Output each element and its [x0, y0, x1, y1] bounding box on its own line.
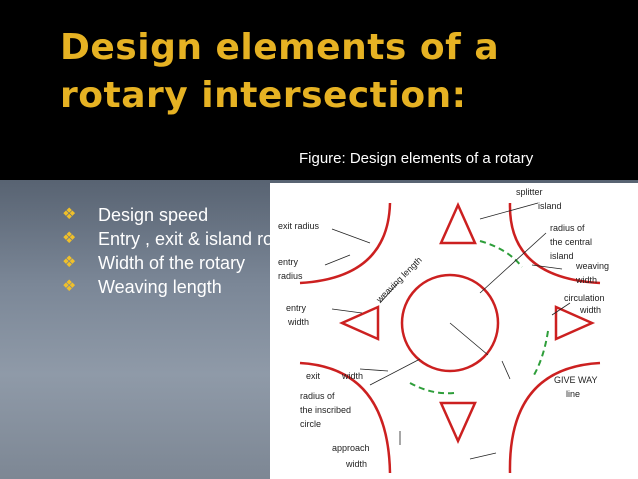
bullet-text: Width of the rotary — [98, 253, 246, 273]
label-width-2: width — [579, 305, 601, 315]
label-splitter: splitter — [516, 187, 543, 197]
label-weaving-length: weaving length — [374, 255, 424, 305]
label-approach: approach — [332, 443, 370, 453]
title-area — [0, 0, 638, 180]
road-edge-top-right — [508, 202, 601, 285]
label-radius-of-2: radius of — [300, 391, 335, 401]
bullet-item: ❖ Weaving length — [62, 275, 328, 299]
label-width-1: width — [575, 275, 597, 285]
label-island: island — [538, 201, 562, 211]
rotary-diagram: splitter island exit radius radius of th… — [270, 183, 638, 479]
slide-title: Design elements of a rotary intersection… — [60, 27, 500, 116]
bullet-item: ❖ Entry , exit & island rotary — [62, 227, 328, 251]
bullet-item: ❖ Width of the rotary — [62, 251, 328, 275]
road-edge-top-left — [299, 202, 392, 285]
weaving-path-top — [479, 240, 523, 268]
splitter-island-top — [439, 201, 477, 245]
bullet-list: ❖ Design speed ❖ Entry , exit & island rot… — [62, 203, 328, 299]
label-width-5: width — [345, 459, 367, 469]
splitter-island-bottom — [439, 401, 477, 445]
diamond-flower-icon: ❖ — [62, 206, 77, 223]
label-the-inscribed: the inscribed — [300, 405, 351, 415]
splitter-island-left — [338, 305, 380, 341]
label-radius: radius — [278, 271, 303, 281]
label-give-way: GIVE WAY — [554, 375, 598, 385]
diamond-flower-icon: ❖ — [62, 230, 77, 247]
weaving-path-bottom — [409, 382, 455, 395]
road-edge-bottom-left — [299, 361, 392, 474]
diamond-flower-icon: ❖ — [62, 278, 77, 295]
diamond-flower-icon: ❖ — [62, 254, 77, 271]
central-island — [400, 273, 500, 373]
label-exit-radius: exit radius — [278, 221, 320, 231]
label-circulation: circulation — [564, 293, 605, 303]
bullet-text: Weaving length — [98, 277, 222, 297]
label-line: line — [566, 389, 580, 399]
label-entry: entry — [278, 257, 299, 267]
label-the-central: the central — [550, 237, 592, 247]
label-radius-of: radius of — [550, 223, 585, 233]
label-entry-2: entry — [286, 303, 307, 313]
bullet-item: ❖ Design speed — [62, 203, 328, 227]
figure-caption: Figure: Design elements of a rotary — [299, 150, 534, 167]
label-width-4: width — [341, 371, 363, 381]
label-weaving: weaving — [575, 261, 609, 271]
label-width-3: width — [287, 317, 309, 327]
splitter-island-right — [554, 305, 596, 341]
weaving-path-right — [533, 330, 549, 376]
label-island-2: island — [550, 251, 574, 261]
label-circle: circle — [300, 419, 321, 429]
bullet-text: Entry , exit & island rotary — [98, 229, 304, 249]
label-exit: exit — [306, 371, 321, 381]
bullet-text: Design speed — [98, 205, 209, 225]
road-edge-bottom-right — [508, 361, 601, 474]
